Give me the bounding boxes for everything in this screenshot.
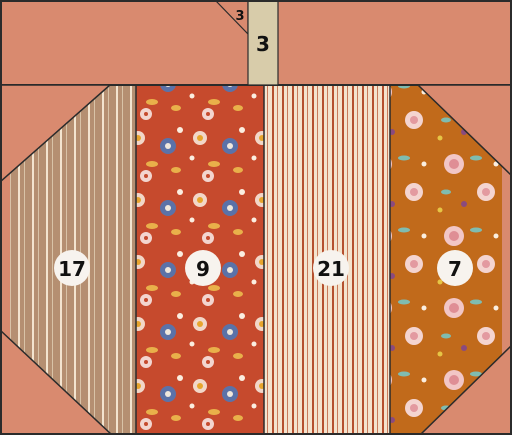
stem-top-label: 3 xyxy=(235,9,244,24)
panel-2-label: 9 xyxy=(196,257,210,281)
panel-4-label: 7 xyxy=(448,257,462,281)
panel-3-label: 21 xyxy=(317,257,345,281)
stem-label: 3 xyxy=(256,32,270,56)
panel-1-label: 17 xyxy=(58,257,86,281)
